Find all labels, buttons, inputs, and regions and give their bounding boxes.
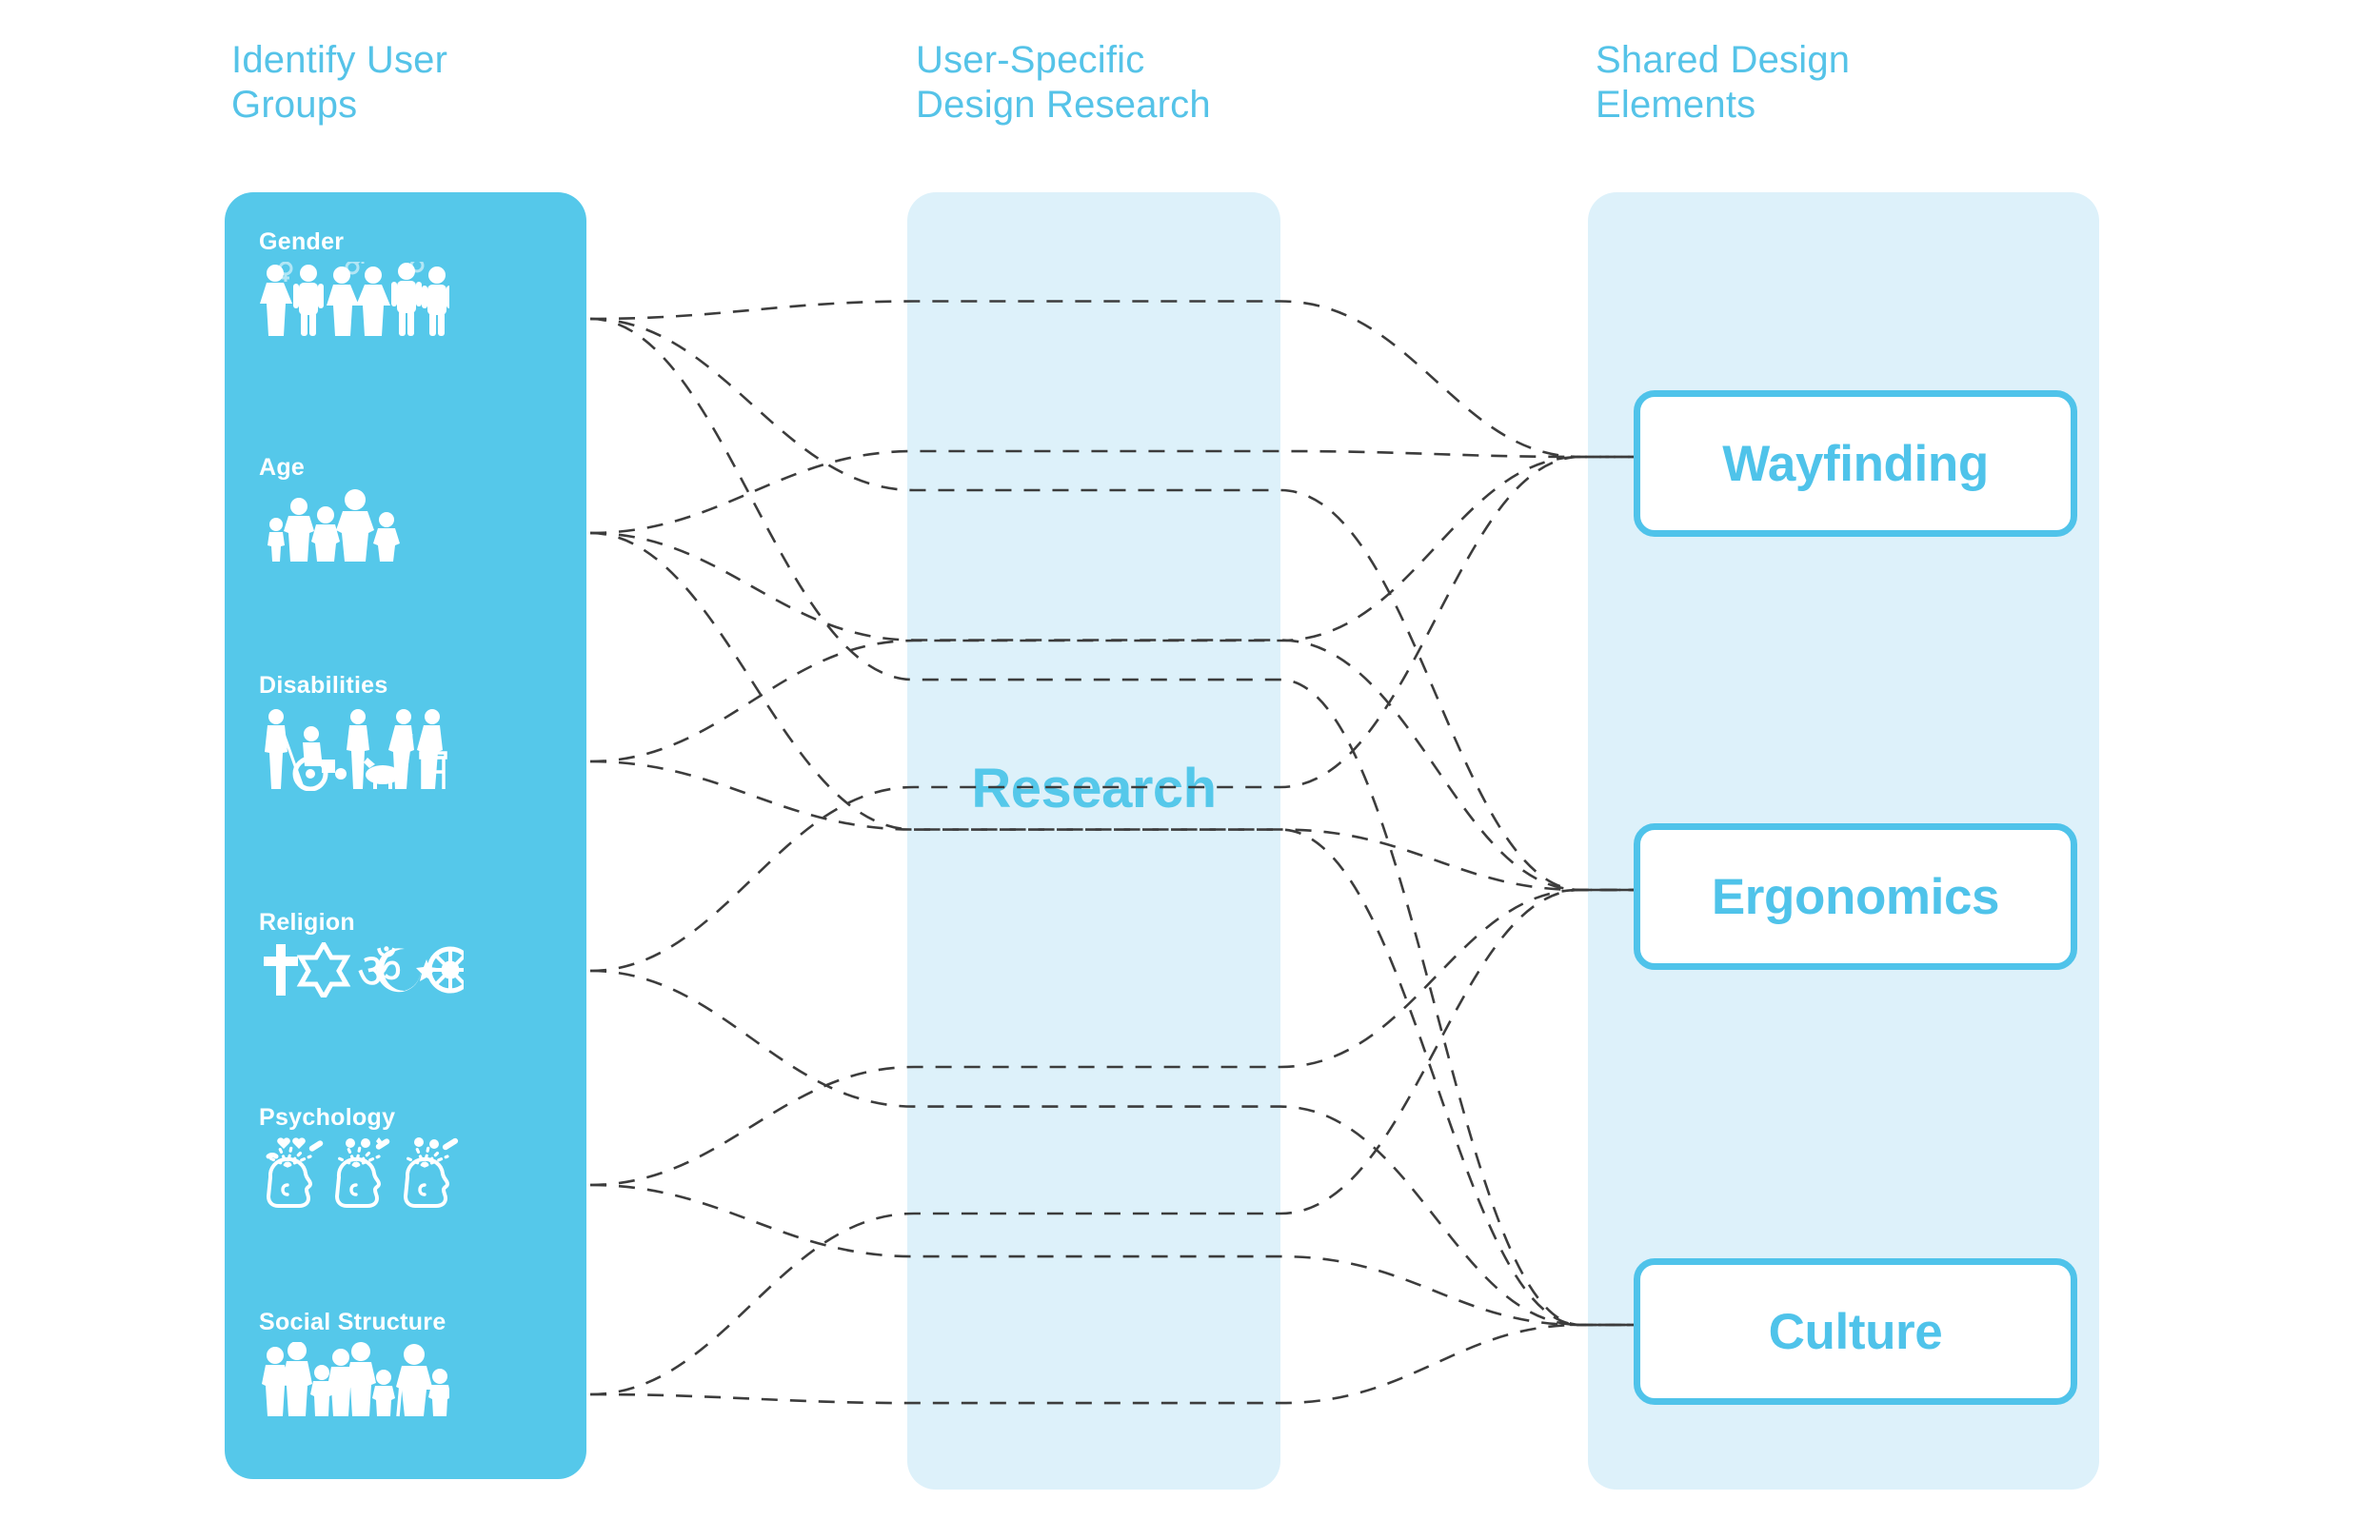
age-people-icon	[268, 489, 400, 562]
user-groups-panel	[225, 192, 586, 1479]
research-panel	[907, 192, 1280, 1490]
user-group-label: Religion	[259, 909, 356, 936]
psychology-head-icon	[266, 1137, 459, 1208]
design-element-wayfinding[interactable]: Wayfinding	[1634, 390, 2077, 537]
user-group-religion[interactable]: Religion ॐ	[259, 909, 545, 997]
social-structure-people-icon	[262, 1342, 449, 1417]
design-element-culture[interactable]: Culture	[1634, 1258, 2077, 1405]
disabilities-people-icon	[265, 709, 447, 791]
research-stage-label: Research	[971, 758, 1217, 819]
user-group-label: Disabilities	[259, 672, 388, 699]
user-group-label: Social Structure	[259, 1309, 446, 1335]
user-group-disabilities[interactable]: Disabilities	[259, 672, 545, 791]
design-element-label: Ergonomics	[1711, 868, 2000, 925]
column-header-user-specific-design-research: User-Specific Design Research	[916, 39, 1211, 126]
user-group-psychology[interactable]: Psychology	[259, 1104, 545, 1215]
design-element-label: Culture	[1768, 1303, 1943, 1360]
user-group-social-structure[interactable]: Social Structure	[259, 1309, 545, 1418]
user-group-label: Psychology	[259, 1104, 396, 1131]
design-element-label: Wayfinding	[1722, 435, 1989, 492]
column-header-identify-user-groups: Identify User Groups	[231, 39, 448, 126]
design-element-ergonomics[interactable]: Ergonomics	[1634, 823, 2077, 970]
user-group-label: Gender	[259, 228, 345, 255]
user-group-gender[interactable]: Gender	[259, 228, 545, 340]
user-group-label: Age	[259, 454, 306, 481]
religion-symbols-icon: ॐ	[264, 942, 464, 997]
column-header-shared-design-elements: Shared Design Elements	[1596, 39, 1851, 126]
user-group-age[interactable]: Age	[259, 454, 545, 563]
gender-people-icon	[260, 262, 449, 336]
